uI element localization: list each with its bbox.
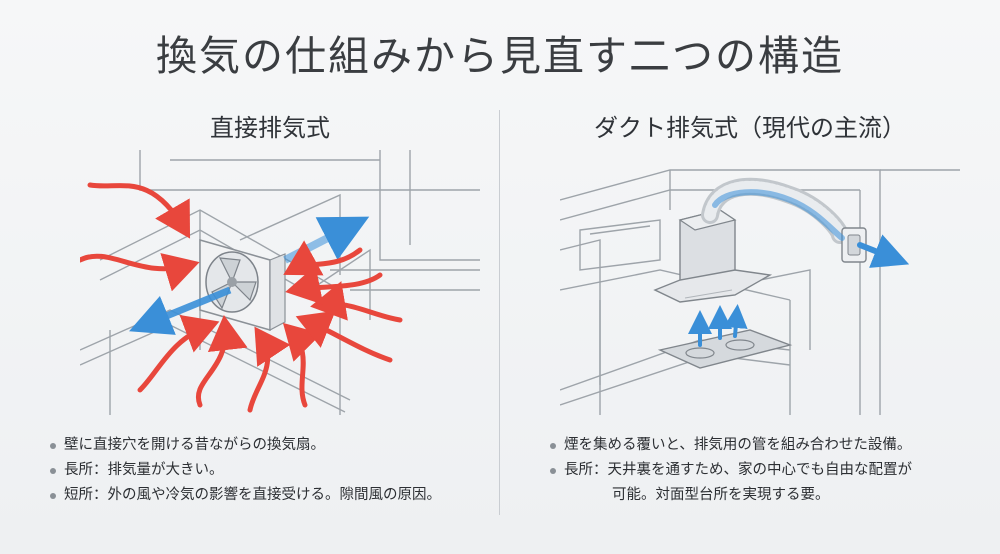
range-hood <box>653 209 773 303</box>
list-item: 短所：外の風や冷気の影響を直接受ける。隙間風の原因。 <box>48 483 488 508</box>
center-divider <box>499 110 500 515</box>
direct-exhaust-bullets: 壁に直接穴を開ける昔ながらの換気扇。 長所：排気量が大きい。 短所：外の風や冷気… <box>48 433 488 508</box>
list-item: 壁に直接穴を開ける昔ながらの換気扇。 <box>48 433 488 458</box>
rising-smoke-arrows <box>688 304 748 347</box>
list-item: 煙を集める覆いと、排気用の管を組み合わせた設備。 <box>548 433 988 458</box>
duct-exhaust-illustration <box>560 169 960 415</box>
room-frame-lines <box>560 169 960 415</box>
page-title: 換気の仕組みから見直す二つの構造 <box>156 32 844 80</box>
duct-exhaust-bullets: 煙を集める覆いと、排気用の管を組み合わせた設備。 長所：天井裏を通すため、家の中… <box>548 433 988 508</box>
duct-exhaust-heading: ダクト排気式（現代の主流） <box>594 114 906 142</box>
direct-exhaust-heading: 直接排気式 <box>210 114 330 142</box>
direct-exhaust-illustration <box>80 150 480 415</box>
wall-vent <box>841 227 867 263</box>
list-item: 長所：天井裏を通すため、家の中心でも自由な配置が 可能。対面型台所を実現する要。 <box>548 458 988 508</box>
inflow-arrows <box>80 182 403 413</box>
fan-unit <box>199 239 286 331</box>
list-item: 長所：排気量が大きい。 <box>48 458 488 483</box>
outflow-arrows <box>712 189 910 268</box>
duct-pipe <box>701 177 849 244</box>
